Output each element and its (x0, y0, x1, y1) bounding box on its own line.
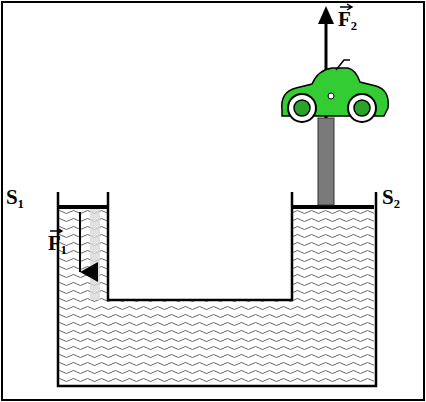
car (282, 60, 388, 122)
arrow-head (318, 6, 334, 24)
force-label: F₂ (338, 8, 357, 31)
piston-shade (90, 209, 100, 300)
area-label: S₂ (382, 186, 400, 209)
piston-rod (318, 118, 334, 205)
vector-arrow (339, 3, 355, 11)
vessel-inner-wall (108, 192, 292, 300)
force-label: F₁ (48, 232, 67, 255)
area-label: S₁ (6, 186, 24, 209)
vessel-outer-wall (58, 192, 376, 386)
large-piston (293, 205, 374, 209)
vector-arrow (49, 227, 65, 235)
liquid (59, 208, 374, 384)
small-piston (59, 205, 107, 209)
force-arrow-f1 (79, 212, 81, 272)
